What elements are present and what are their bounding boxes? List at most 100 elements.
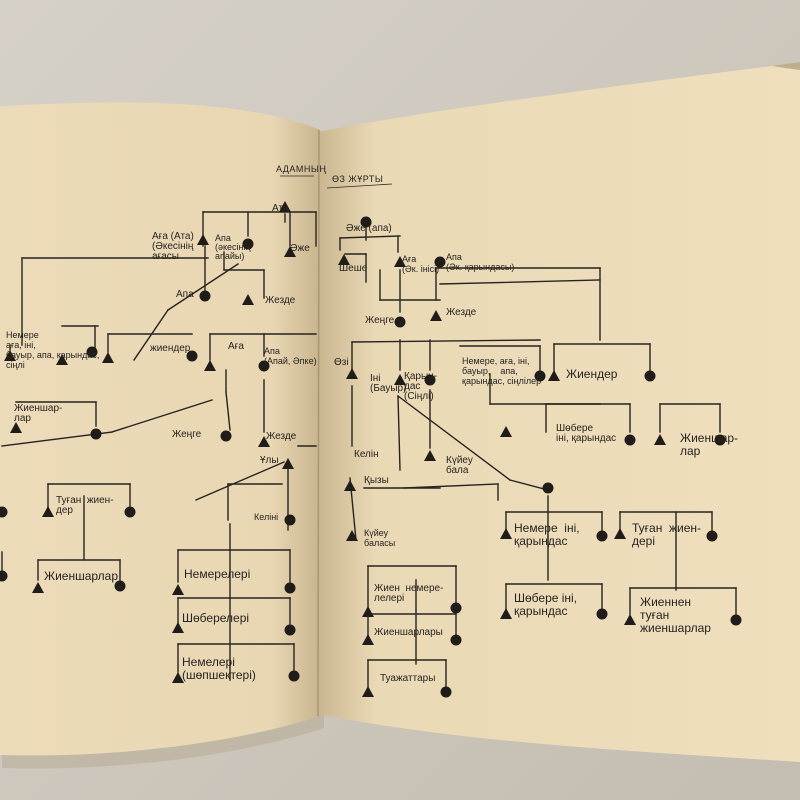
label-apa-akesinin: Апа (әкесінің апайы) — [215, 233, 251, 261]
connector-line — [225, 391, 231, 431]
label-ini-bauyr: Іні (Бауыр) — [370, 373, 407, 394]
male-triangle-icon — [424, 450, 436, 461]
label-kelini: Келіні — [254, 512, 279, 522]
female-circle-icon — [284, 582, 296, 594]
kinship-symbols — [0, 201, 742, 698]
label-zhender-right: Жиендер — [566, 367, 618, 381]
female-circle-icon — [199, 290, 211, 302]
label-tuazhattary: Туажаттары — [380, 673, 436, 684]
connector-lines — [1, 211, 737, 689]
label-shobere-right: Шөбере іні, қарындас — [556, 423, 617, 444]
connector-line — [195, 461, 285, 501]
label-aga-ini: Аға (Әк. інісі) — [402, 254, 440, 274]
male-triangle-icon — [346, 530, 358, 541]
female-circle-icon — [258, 360, 270, 372]
male-triangle-icon — [172, 622, 184, 633]
label-nemere-left: Немере аға, іні, бауыр, апа, қарындас, с… — [6, 330, 100, 370]
label-nemere-right: Немере, аға, іні, бауыр, апа, қарындас, … — [462, 356, 542, 386]
label-kelin: Келін — [354, 449, 379, 460]
male-triangle-icon — [500, 426, 512, 437]
male-triangle-icon — [282, 458, 294, 469]
connector-line — [167, 263, 239, 311]
label-tugan-zhender: Туған жиен- дер — [56, 495, 114, 516]
label-ata: Ата — [272, 203, 289, 214]
female-circle-icon — [284, 514, 296, 526]
label-shesh: Шеше — [339, 263, 368, 274]
female-circle-icon — [220, 430, 232, 442]
label-zhenge-mid: Жеңге — [172, 429, 202, 440]
male-triangle-icon — [362, 686, 374, 697]
connector-line — [339, 235, 401, 239]
male-triangle-icon — [346, 368, 358, 379]
male-triangle-icon — [500, 608, 512, 619]
male-triangle-icon — [394, 374, 406, 385]
female-circle-icon — [186, 350, 198, 362]
left-page — [0, 102, 320, 756]
male-triangle-icon — [548, 370, 560, 381]
male-triangle-icon — [624, 614, 636, 625]
female-circle-icon — [440, 686, 452, 698]
label-zhiensharlar-right: Жиеншар- лар — [680, 431, 739, 458]
female-circle-icon — [730, 614, 742, 626]
connector-line — [439, 279, 601, 285]
female-circle-icon — [242, 238, 254, 250]
right-page — [318, 66, 800, 762]
male-triangle-icon — [430, 310, 442, 321]
female-circle-icon — [86, 346, 98, 358]
label-uly: Ұлы — [260, 455, 279, 466]
female-circle-icon — [0, 506, 8, 518]
male-triangle-icon — [10, 422, 22, 433]
connector-line — [133, 309, 169, 361]
label-zhiennen-tugan: Жиеннен туған жиеншарлар — [640, 595, 711, 635]
label-kyzy: Қызы — [364, 475, 389, 486]
female-circle-icon — [424, 374, 436, 386]
connector-line — [351, 339, 541, 343]
female-circle-icon — [706, 530, 718, 542]
male-triangle-icon — [56, 354, 68, 365]
label-azhe-left: Әже — [290, 243, 310, 254]
male-triangle-icon — [500, 528, 512, 539]
female-circle-icon — [360, 216, 372, 228]
female-circle-icon — [596, 608, 608, 620]
male-triangle-icon — [102, 352, 114, 363]
connector-line — [403, 483, 499, 489]
female-circle-icon — [124, 506, 136, 518]
label-tugan-zhender-right: Туған жиен- дері — [632, 521, 702, 548]
female-circle-icon — [534, 370, 546, 382]
female-circle-icon — [624, 434, 636, 446]
label-kuieu-balasy: Күйеу баласы — [364, 528, 396, 548]
female-circle-icon — [596, 530, 608, 542]
male-triangle-icon — [338, 254, 350, 265]
male-triangle-icon — [172, 672, 184, 683]
male-triangle-icon — [279, 201, 291, 212]
label-shobere-ini: Шөбере іні, қарындас — [514, 591, 578, 618]
label-zhiensharlary: Жиеншарлары — [374, 627, 443, 638]
male-triangle-icon — [284, 246, 296, 257]
male-triangle-icon — [344, 480, 356, 491]
male-triangle-icon — [197, 234, 209, 245]
female-circle-icon — [542, 482, 554, 494]
label-apa-karyndasy: Апа (Әк. қарындасы) — [446, 252, 515, 272]
label-apa-apai: Апа (Апай, Әпке) — [264, 346, 317, 366]
male-triangle-icon — [654, 434, 666, 445]
label-zhiensharlar-low: Жиеншарлар — [44, 569, 118, 583]
female-circle-icon — [284, 624, 296, 636]
male-triangle-icon — [362, 606, 374, 617]
label-zhiensharlar-left: Жиеншар- лар — [14, 403, 63, 424]
male-triangle-icon — [172, 584, 184, 595]
female-circle-icon — [394, 316, 406, 328]
label-apa-left: Апа — [176, 289, 194, 300]
label-ozi: Өзі — [334, 357, 349, 368]
female-circle-icon — [288, 670, 300, 682]
female-circle-icon — [714, 434, 726, 446]
connector-line — [509, 479, 549, 491]
connector-line — [397, 395, 401, 471]
left-running-head: АДАМНЫҢ — [276, 164, 327, 174]
right-page-edge — [772, 62, 800, 70]
male-triangle-icon — [4, 350, 16, 361]
connector-line — [397, 395, 511, 481]
label-zhien-nemere: Жиен немере- лелері — [374, 583, 444, 604]
male-triangle-icon — [204, 360, 216, 371]
label-zhenge-right: Жеңге — [365, 315, 395, 326]
